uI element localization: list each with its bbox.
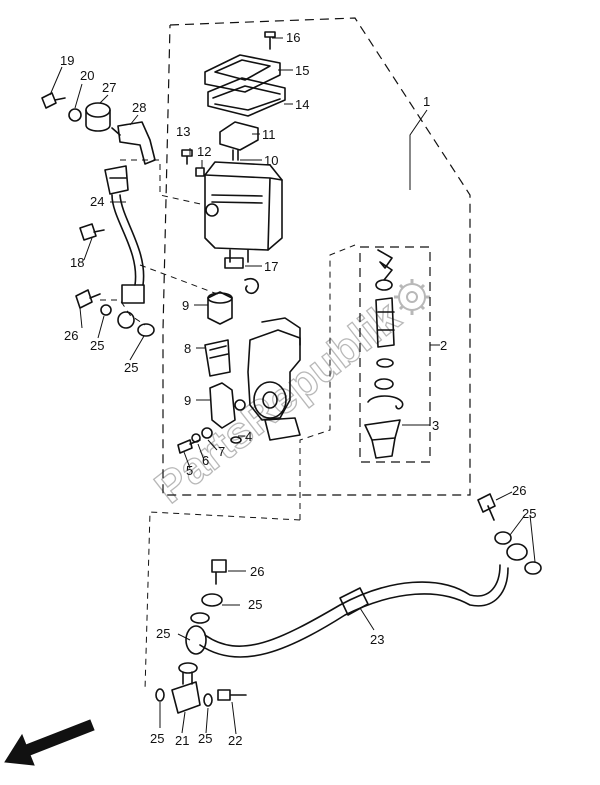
hose-24-fitting xyxy=(117,284,145,329)
washer-25-right1 xyxy=(494,531,512,545)
assembly-outline xyxy=(162,17,471,496)
washer-25-left2 xyxy=(137,323,155,337)
callout-6: 6 xyxy=(202,453,209,468)
callout-15: 15 xyxy=(295,63,309,78)
callout-24: 24 xyxy=(90,194,104,209)
washer-20 xyxy=(68,108,82,122)
callout-21: 21 xyxy=(175,733,189,748)
gear-logo-icon xyxy=(394,279,430,315)
callout-16: 16 xyxy=(286,30,300,45)
callout-9-lower: 9 xyxy=(184,393,191,408)
callout-5: 5 xyxy=(186,463,193,478)
callout-22: 22 xyxy=(228,733,242,748)
dust-boot-3 xyxy=(364,419,401,459)
hose-outline xyxy=(144,511,301,691)
o-ring-4 xyxy=(230,436,242,444)
callout-9-upper: 9 xyxy=(182,298,189,313)
callout-25-right: 25 xyxy=(522,506,536,521)
callout-19: 19 xyxy=(60,53,74,68)
diaphragm xyxy=(207,77,286,117)
bolt-26-mid xyxy=(211,559,227,585)
banjo-right xyxy=(506,543,528,561)
banjo-fitting-lower xyxy=(185,625,207,655)
callout-28: 28 xyxy=(132,100,146,115)
callout-23: 23 xyxy=(370,632,384,647)
callout-25-left2: 25 xyxy=(124,360,138,375)
callout-25-left1: 25 xyxy=(90,338,104,353)
reservoir-cap xyxy=(204,54,281,93)
washer-25-mid1 xyxy=(201,593,223,607)
arrow-down-left-icon xyxy=(4,719,95,766)
bolt-26-left xyxy=(75,289,101,309)
washer-25-low1 xyxy=(155,688,165,702)
grommet-12 xyxy=(195,167,205,177)
callout-26-right: 26 xyxy=(512,483,526,498)
callout-3: 3 xyxy=(432,418,439,433)
callout-25-low2: 25 xyxy=(198,731,212,746)
callout-8: 8 xyxy=(184,341,191,356)
master-cylinder-body xyxy=(247,317,301,441)
washer-25-left1 xyxy=(100,304,112,316)
washer-6 xyxy=(191,433,201,443)
callout-27: 27 xyxy=(102,80,116,95)
washer-25-low2 xyxy=(203,693,213,707)
washer-25-right2 xyxy=(524,561,542,575)
callout-26-left: 26 xyxy=(64,328,78,343)
grommet-27 xyxy=(85,102,111,132)
bolt-26-right xyxy=(477,493,496,521)
callout-12: 12 xyxy=(197,144,211,159)
callout-14: 14 xyxy=(295,97,309,112)
screw-16 xyxy=(264,31,276,50)
callout-labels: 1 2 3 4 5 6 7 8 9 9 10 11 12 13 14 15 16… xyxy=(60,30,536,748)
hose-clamp xyxy=(224,257,260,295)
fitting-9-upper xyxy=(207,291,233,325)
washer-25-mid2 xyxy=(190,612,210,624)
callout-26-mid: 26 xyxy=(250,564,264,579)
callout-17: 17 xyxy=(264,259,278,274)
callout-10: 10 xyxy=(264,153,278,168)
piston-kit xyxy=(367,249,404,410)
hose-23-sleeve xyxy=(339,587,369,616)
hose-23 xyxy=(199,564,509,658)
callout-2: 2 xyxy=(440,338,447,353)
callout-18: 18 xyxy=(70,255,84,270)
washer-7 xyxy=(201,427,213,439)
callout-1: 1 xyxy=(423,94,430,109)
fitting-21 xyxy=(171,662,201,714)
callout-25-mid1: 25 xyxy=(248,597,262,612)
bolt-19 xyxy=(41,92,66,109)
banjo-fitting-upper xyxy=(104,165,129,195)
bracket-28 xyxy=(111,121,156,165)
piston-kit-outline xyxy=(359,246,431,463)
hose-24 xyxy=(111,194,145,286)
fitting-9-lower xyxy=(209,382,246,429)
callout-4: 4 xyxy=(245,429,252,444)
float-plate xyxy=(219,121,259,151)
callout-13: 13 xyxy=(176,124,190,139)
callout-20: 20 xyxy=(80,68,94,83)
bolt-18 xyxy=(79,223,105,241)
bolt-22 xyxy=(217,689,247,701)
leader-lines xyxy=(49,37,536,735)
screw-13 xyxy=(181,149,193,165)
callout-7: 7 xyxy=(218,444,225,459)
fluid-reservoir xyxy=(204,161,283,263)
callout-25-low1: 25 xyxy=(150,731,164,746)
callout-25-mid2: 25 xyxy=(156,626,170,641)
callout-11: 11 xyxy=(262,127,276,142)
hose-8 xyxy=(204,339,231,377)
